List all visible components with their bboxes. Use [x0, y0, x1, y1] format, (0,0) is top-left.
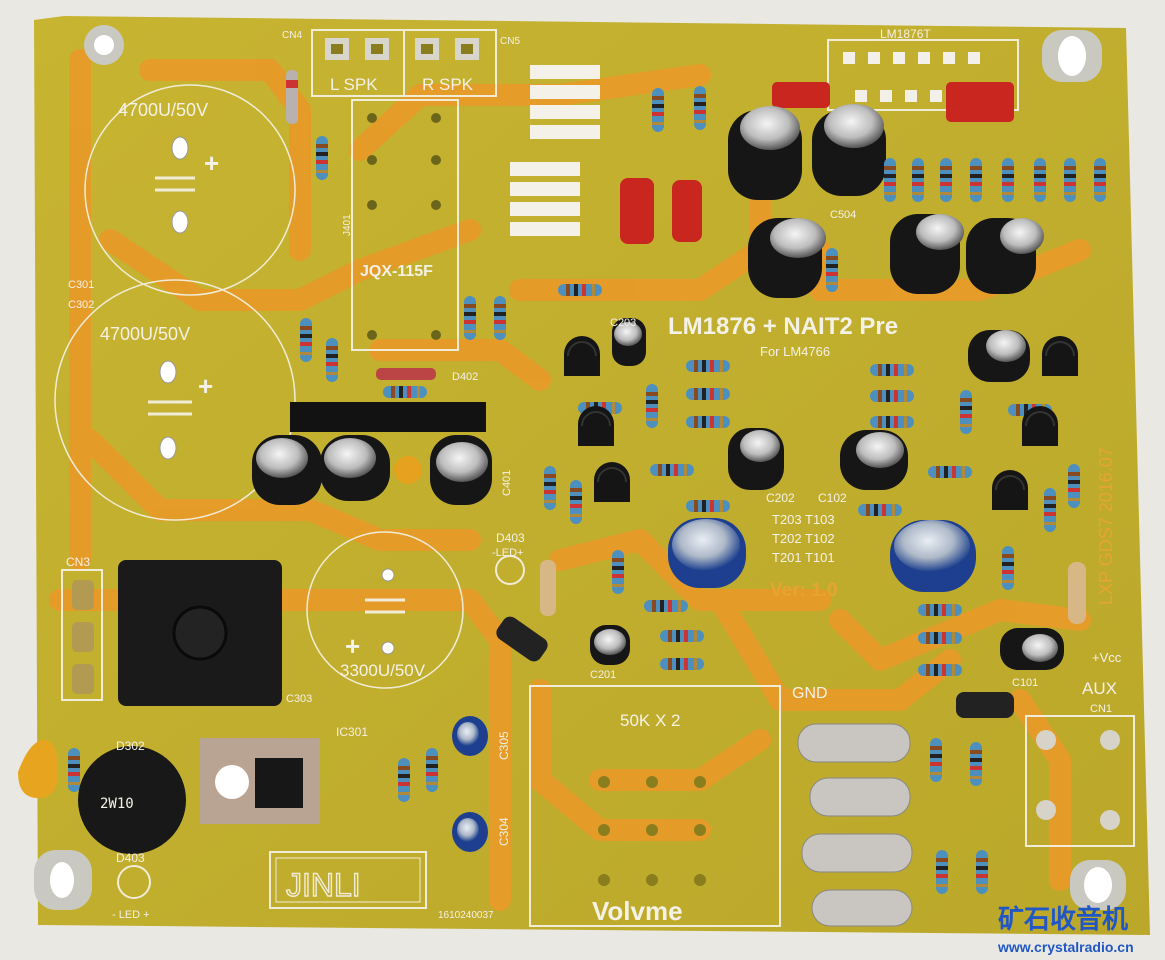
watermark-url: www.crystalradio.cn: [997, 939, 1134, 955]
round-bridge: [78, 746, 186, 854]
jinli-logo: JINLI: [286, 867, 361, 903]
d302-label: D302: [116, 739, 145, 753]
led2-label: - LED +: [112, 909, 150, 921]
d403-label: D403: [496, 531, 525, 545]
cap-symbols: [148, 176, 405, 614]
cn4-label: CN4: [282, 30, 302, 41]
t201-label: T201 T101: [772, 550, 835, 565]
d403b-label: D403: [116, 851, 145, 865]
version-label: Ver: 1.0: [770, 580, 838, 601]
mount-holes-in-caps: [159, 136, 395, 655]
c101-label: C101: [1012, 677, 1038, 689]
blue-caps: [452, 518, 976, 852]
svg-text:+: +: [345, 631, 360, 661]
c401-label: C401: [501, 470, 513, 496]
cn5-label: CN5: [500, 36, 520, 47]
electrolytic-caps: [252, 104, 1064, 670]
relay-label: JQX-115F: [360, 263, 433, 280]
bulk-cap-outlines: [54, 84, 464, 689]
svg-text:+: +: [204, 148, 219, 178]
c201-label: C201: [590, 669, 616, 681]
aux-label: AUX: [1082, 679, 1117, 698]
speaker-terminals: [311, 29, 497, 97]
c504-label: C504: [830, 209, 856, 221]
pot-outline: [529, 685, 781, 927]
c305-label: C305: [497, 731, 511, 760]
side-code: LXP GDS7 2016.07: [1096, 447, 1116, 605]
t203-label: T203 T103: [772, 512, 835, 527]
ic301-label: IC301: [336, 725, 368, 739]
speaker-left-label: L SPK: [330, 75, 378, 94]
cn1-label: CN1: [1090, 703, 1112, 715]
gnd-label: GND: [792, 685, 828, 702]
glass-caps: [797, 723, 913, 927]
speaker-right-label: R SPK: [422, 75, 474, 94]
svg-text:+: +: [198, 371, 213, 401]
led-label: -LED+: [492, 547, 524, 559]
c203-label: C203: [610, 317, 636, 329]
c302-label: C302: [68, 299, 94, 311]
ic-footprint: [827, 39, 1019, 111]
cn3-label: CN3: [66, 555, 90, 569]
beige-resistor: [540, 560, 556, 616]
cap-middle-label: 4700U/50V: [100, 324, 190, 344]
watermark-cn: 矿石收音机: [998, 904, 1128, 935]
volume-label: Volvme: [592, 896, 683, 926]
mounting-holes: [34, 25, 1126, 910]
serial-label: 1610240037: [438, 910, 494, 921]
cap-top-label: 4700U/50V: [118, 100, 208, 120]
board-subtitle: For LM4766: [760, 344, 830, 359]
board-title: LM1876 + NAIT2 Pre: [668, 313, 898, 340]
relay-outline: [351, 99, 459, 351]
heatsink-pads: [510, 65, 600, 236]
t202-label: T202 T102: [772, 531, 835, 546]
pot-label: 50K X 2: [620, 711, 681, 730]
c301-label: C301: [68, 279, 94, 291]
c102-label: C102: [818, 491, 847, 505]
vcc-label: +Vcc: [1092, 650, 1122, 665]
svg-text:2W10: 2W10: [100, 796, 134, 812]
c202-label: C202: [766, 491, 795, 505]
cap-bottom-label: 3300U/50V: [340, 661, 426, 680]
c303-label: C303: [286, 693, 312, 705]
plus-marks: + + +: [198, 148, 360, 661]
amp-ic-label: LM1876T: [880, 27, 931, 41]
c304-label: C304: [497, 817, 511, 846]
d402-label: D402: [452, 371, 478, 383]
j401-label: J401: [342, 214, 353, 236]
film-caps: [620, 82, 1014, 244]
